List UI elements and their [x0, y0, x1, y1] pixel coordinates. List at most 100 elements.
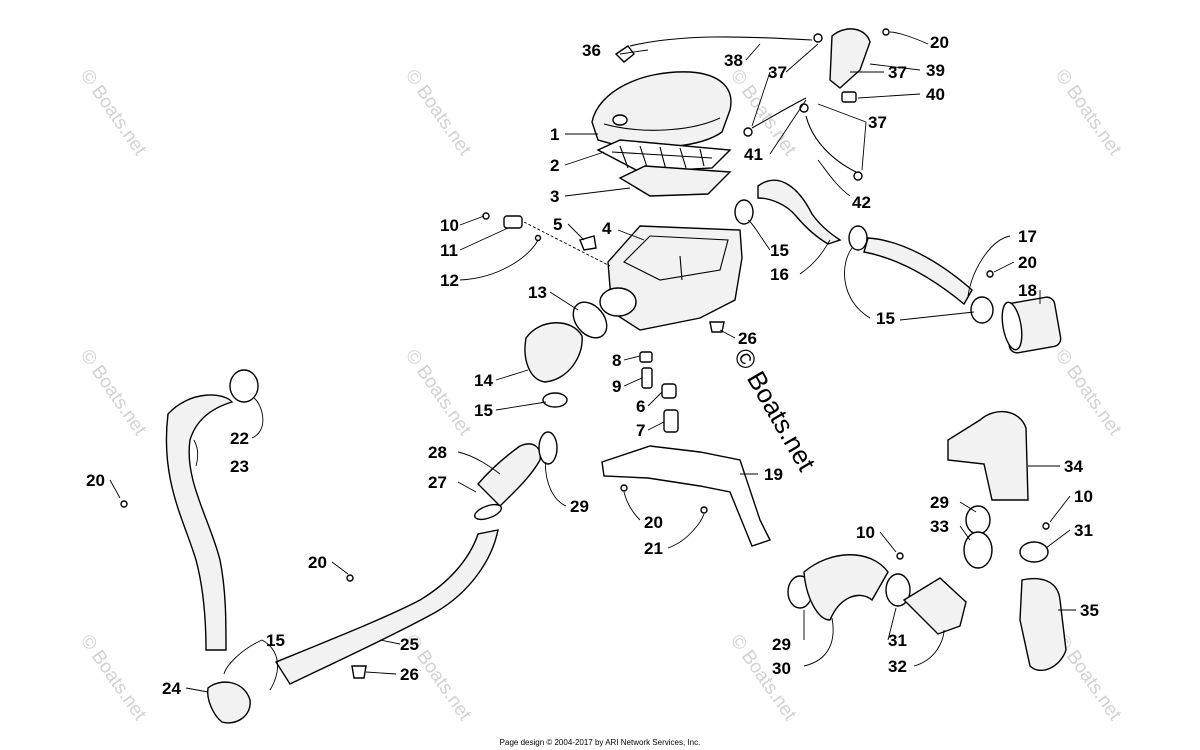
- part-clamp: [848, 225, 868, 251]
- part-filter-element: [618, 165, 732, 197]
- callout-13: 13: [528, 283, 547, 302]
- callout-22: 22: [230, 429, 249, 448]
- part-filter-grid: [596, 139, 732, 173]
- watermark: © Boats.net: [1051, 346, 1126, 440]
- callout-10: 10: [1074, 487, 1093, 506]
- callout-15: 15: [876, 309, 895, 328]
- part-intake-elbow: [757, 179, 842, 245]
- part-intake-boot: [524, 322, 583, 383]
- part-push-rivet: [351, 665, 367, 679]
- part-sensor: [482, 212, 611, 267]
- part-clamp: [965, 505, 991, 535]
- part-clamp: [970, 296, 994, 324]
- callout-11: 11: [440, 241, 458, 260]
- callout-26: 26: [400, 665, 419, 684]
- watermark: © Boats.net: [401, 66, 476, 160]
- callout-29: 29: [930, 493, 949, 512]
- callout-39: 39: [926, 61, 945, 80]
- callout-15: 15: [266, 631, 285, 650]
- callout-36: 36: [582, 41, 601, 60]
- screw: [346, 574, 354, 582]
- callout-14: 14: [474, 371, 493, 390]
- callout-20: 20: [930, 33, 949, 52]
- part-clamp: [542, 392, 568, 408]
- callout-17: 17: [1018, 227, 1037, 246]
- part-clamp: [473, 503, 503, 521]
- callout-20: 20: [86, 471, 105, 490]
- part-hose-clamp: [743, 127, 753, 137]
- callout-23: 23: [230, 457, 249, 476]
- part-duct-long: [274, 529, 499, 685]
- callout-37: 37: [888, 63, 907, 82]
- leader-lines: [109, 31, 1076, 693]
- screw: [1042, 522, 1050, 530]
- callout-38: 38: [724, 51, 743, 70]
- part-air-box: [599, 225, 743, 331]
- parts: [120, 28, 1067, 724]
- callout-12: 12: [440, 271, 459, 290]
- screw: [896, 552, 904, 560]
- callout-10: 10: [856, 523, 875, 542]
- part-fitting: [614, 45, 635, 63]
- part-vent-cap: [841, 91, 857, 103]
- callouts: 1 2 3 4 5 10 11 12 13 14 15 8 9 6 7 26 1…: [86, 33, 1099, 698]
- callout-16: 16: [770, 265, 789, 284]
- callout-4: 4: [602, 219, 612, 238]
- callout-32: 32: [888, 657, 907, 676]
- callout-20: 20: [308, 553, 327, 572]
- watermark: © Boats.net: [401, 346, 476, 440]
- part-vent-hose-short: [751, 97, 807, 129]
- callout-15: 15: [474, 401, 493, 420]
- callout-30: 30: [772, 659, 791, 678]
- callout-33: 33: [930, 517, 949, 536]
- screw: [120, 500, 128, 508]
- part-duct-elbow: [207, 681, 251, 724]
- callout-29: 29: [772, 635, 791, 654]
- callout-21: 21: [644, 539, 663, 558]
- part-coupler: [229, 369, 259, 403]
- callout-2: 2: [550, 156, 559, 175]
- callout-15: 15: [770, 241, 789, 260]
- callout-26: 26: [738, 329, 757, 348]
- part-drain-valve: [661, 383, 677, 399]
- callout-5: 5: [553, 215, 562, 234]
- part-grommet: [639, 351, 653, 363]
- callout-40: 40: [926, 85, 945, 104]
- callout-41: 41: [744, 145, 763, 164]
- callout-20: 20: [644, 513, 663, 532]
- callout-37: 37: [768, 63, 787, 82]
- screw: [882, 28, 890, 36]
- part-duct-boot: [477, 443, 541, 507]
- part-duct-cover: [947, 410, 1029, 501]
- callout-35: 35: [1080, 601, 1099, 620]
- watermark: © Boats.net: [726, 66, 801, 160]
- copyright-footer: Page design © 2004-2017 by ARI Network S…: [499, 738, 701, 747]
- callout-19: 19: [764, 465, 783, 484]
- callout-34: 34: [1064, 457, 1083, 476]
- part-vent-hose-drain: [805, 115, 857, 173]
- watermark: © Boats.net: [1051, 66, 1126, 160]
- part-hose-clamp: [813, 33, 823, 43]
- callout-18: 18: [1018, 281, 1037, 300]
- callout-28: 28: [428, 443, 447, 462]
- part-push-rivet: [709, 321, 725, 333]
- callout-42: 42: [852, 193, 871, 212]
- part-adapter: [902, 577, 967, 635]
- part-clamp: [572, 301, 608, 339]
- part-hose-clamp: [853, 171, 863, 181]
- part-drain-plug: [663, 409, 679, 433]
- callout-7: 7: [636, 421, 645, 440]
- part-duct-lower: [1019, 577, 1067, 671]
- callout-27: 27: [428, 473, 447, 492]
- callout-31: 31: [888, 631, 907, 650]
- part-clamp: [885, 573, 911, 607]
- callout-25: 25: [400, 635, 419, 654]
- screw: [620, 484, 628, 492]
- part-clamp: [1019, 541, 1049, 563]
- part-air-box-cover: [591, 71, 732, 149]
- callout-10: 10: [440, 216, 459, 235]
- watermark: © Boats.net: [76, 346, 151, 440]
- part-pre-filter: [1001, 296, 1062, 354]
- center-watermark: © Boats.net: [728, 343, 822, 477]
